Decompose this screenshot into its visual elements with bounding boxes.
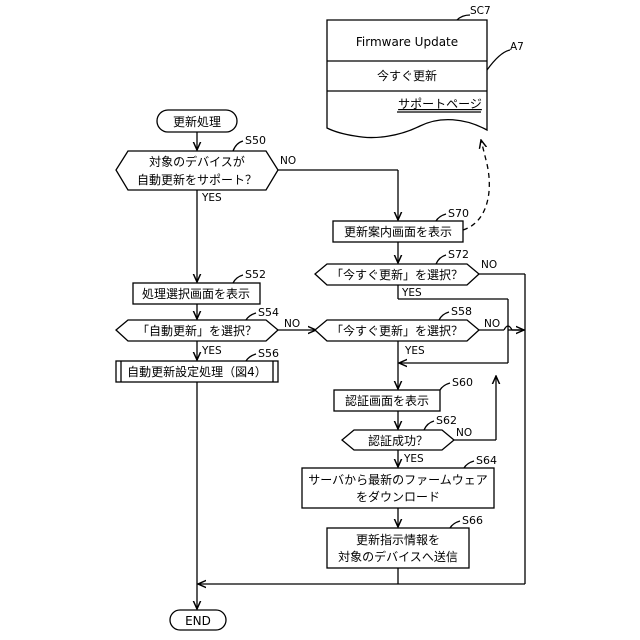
s56-text: 自動更新設定処理（図4） xyxy=(127,364,267,379)
s62-no: NO xyxy=(456,427,472,439)
s62-step: S62 xyxy=(436,414,457,427)
s50-yes: YES xyxy=(201,192,222,204)
s54-no: NO xyxy=(284,318,300,330)
s70-step: S70 xyxy=(448,207,469,220)
support-page-link[interactable]: サポートページ xyxy=(398,97,482,111)
screen-sc7: Firmware Update 今すぐ更新 サポートページ SC7 A7 xyxy=(327,5,524,138)
s62-text: 認証成功？ xyxy=(368,433,428,448)
s52-text: 処理選択画面を表示 xyxy=(142,287,250,301)
s56-step: S56 xyxy=(258,347,279,360)
s50-text-2: 自動更新をサポート？ xyxy=(137,172,257,187)
s52-step: S52 xyxy=(245,268,266,281)
s54-text: 「自動更新」を選択？ xyxy=(137,323,257,338)
s72-yes: YES xyxy=(401,287,422,299)
s64-text-2: をダウンロード xyxy=(356,489,440,504)
s50-text-1: 対象のデバイスが xyxy=(149,154,245,169)
s64-step: S64 xyxy=(476,454,497,467)
s54-yes: YES xyxy=(201,345,222,357)
link-ref-label: A7 xyxy=(510,41,524,53)
s72-step: S72 xyxy=(448,248,469,261)
end-label: END xyxy=(185,614,211,628)
s66-text-2: 対象のデバイスへ送信 xyxy=(338,549,458,564)
screen-title: Firmware Update xyxy=(356,35,458,49)
s72-text: 「今すぐ更新」を選択？ xyxy=(331,267,463,282)
s54-step: S54 xyxy=(258,306,279,319)
s58-text: 「今すぐ更新」を選択？ xyxy=(331,323,463,338)
s60-text: 認証画面を表示 xyxy=(345,393,429,408)
s66-text-1: 更新指示情報を xyxy=(356,532,440,547)
s58-step: S58 xyxy=(451,305,472,318)
s58-no: NO xyxy=(484,318,500,330)
s66-step: S66 xyxy=(462,514,483,527)
s72-no: NO xyxy=(481,259,497,271)
s62-yes: YES xyxy=(403,453,424,465)
update-now-button[interactable]: 今すぐ更新 xyxy=(377,68,437,83)
s50-no: NO xyxy=(280,155,296,167)
s58-yes: YES xyxy=(404,345,425,357)
s60-step: S60 xyxy=(452,376,473,389)
s70-text: 更新案内画面を表示 xyxy=(344,224,452,239)
screen-ref-label: SC7 xyxy=(470,5,491,17)
s50-step: S50 xyxy=(245,134,266,147)
s64-text-1: サーバから最新のファームウェア xyxy=(308,472,488,487)
start-label: 更新処理 xyxy=(173,114,221,129)
